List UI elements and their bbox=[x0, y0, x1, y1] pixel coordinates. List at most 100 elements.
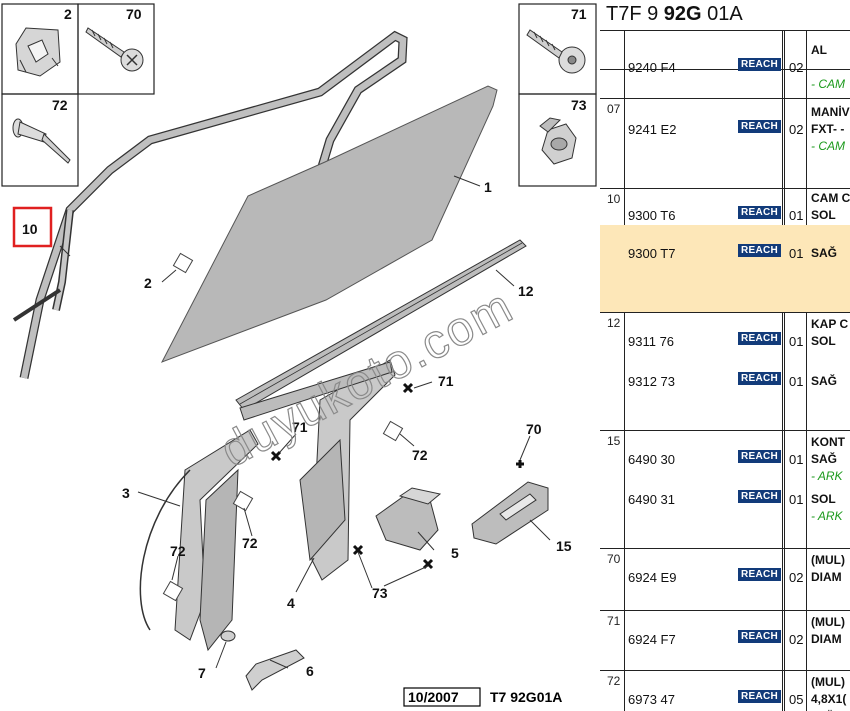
table-header-row bbox=[600, 31, 850, 70]
group-number: 07 bbox=[607, 102, 621, 116]
part-variant: FXT- - bbox=[811, 122, 845, 136]
part-quantity: 02 bbox=[789, 122, 804, 137]
parts-diagram: 1 2 3 4 5 6 7 10 12 15 70 71 71 72 72 72… bbox=[1, 3, 597, 707]
window-regulator-right bbox=[239, 359, 396, 581]
part-note: - ARK bbox=[811, 469, 843, 483]
group-number: 72 bbox=[607, 674, 621, 688]
part-quantity: 01 bbox=[789, 334, 804, 349]
document-title: T7F 9 92G 01A bbox=[606, 3, 743, 26]
part-reference: 6924 E9 bbox=[628, 570, 677, 585]
part-description: (MUL) bbox=[811, 553, 845, 567]
footer-code: T7 92G01A bbox=[490, 689, 562, 705]
tapping-screw-icon bbox=[526, 29, 586, 74]
callout-70: 70 bbox=[526, 421, 542, 437]
part-quantity: 02 bbox=[789, 570, 804, 585]
reach-badge: REACH bbox=[738, 372, 781, 385]
group-number: 15 bbox=[607, 434, 621, 448]
clip-tags bbox=[162, 252, 404, 602]
part-variant: 4,8X1( bbox=[811, 692, 847, 706]
rivet-icon bbox=[12, 118, 71, 164]
reach-badge: REACH bbox=[738, 244, 781, 257]
part-description: (MUL) bbox=[811, 675, 845, 689]
callout-10[interactable]: 10 bbox=[22, 221, 38, 237]
part-variant: SAĞ bbox=[811, 374, 838, 388]
footer-date: 10/2007 bbox=[408, 689, 459, 705]
callout-72-left: 72 bbox=[170, 543, 186, 559]
selected-callout-box[interactable] bbox=[12, 206, 53, 248]
reach-badge: REACH bbox=[738, 120, 781, 133]
part-note: - CAM bbox=[811, 139, 845, 153]
part-description: CAM C bbox=[811, 191, 850, 205]
thumb-label-71: 71 bbox=[571, 6, 587, 22]
regulator-motor bbox=[375, 487, 442, 551]
window-crank-handle bbox=[220, 630, 305, 691]
window-regulator-left bbox=[139, 429, 259, 652]
part-quantity: 02 bbox=[789, 632, 804, 647]
window-run-channel bbox=[12, 30, 408, 379]
part-reference: 6490 31 bbox=[628, 492, 675, 507]
thumb-label-70: 70 bbox=[126, 6, 142, 22]
part-variant: SAĞ bbox=[811, 452, 838, 466]
part-description: KONT bbox=[811, 435, 845, 449]
part-description: KAP C bbox=[811, 317, 849, 331]
reach-badge: REACH bbox=[738, 690, 781, 703]
callout-15: 15 bbox=[556, 538, 572, 554]
column-divider bbox=[782, 31, 785, 711]
column-divider bbox=[624, 31, 625, 711]
window-switch bbox=[471, 481, 549, 545]
part-quantity: 01 bbox=[789, 492, 804, 507]
thumb-label-2: 2 bbox=[64, 6, 72, 22]
clip-icon bbox=[15, 27, 61, 77]
title-suffix: 01A bbox=[701, 3, 743, 25]
leader-lines bbox=[59, 175, 551, 669]
part-variant: SAĞ bbox=[811, 246, 838, 260]
part-reference: 6490 30 bbox=[628, 452, 675, 467]
callout-4: 4 bbox=[287, 595, 295, 611]
part-quantity: 01 bbox=[789, 374, 804, 389]
part-quantity: 01 bbox=[789, 208, 804, 223]
part-variant: SOL bbox=[811, 334, 836, 348]
part-reference: 9300 T7 bbox=[628, 246, 676, 261]
thumb-label-72: 72 bbox=[52, 97, 68, 113]
part-variant: DIAM bbox=[811, 570, 842, 584]
thumb-label-73: 73 bbox=[571, 97, 587, 113]
callout-71-lower: 71 bbox=[292, 419, 308, 435]
title-prefix: T7F 9 bbox=[606, 3, 664, 25]
reach-badge: REACH bbox=[738, 630, 781, 643]
callout-12: 12 bbox=[518, 283, 534, 299]
group-number: 10 bbox=[607, 192, 621, 206]
part-variant: SOL bbox=[811, 492, 836, 506]
table-row[interactable]: 9300 T7 REACH 01 SAĞ bbox=[600, 225, 850, 312]
footer-date-box bbox=[403, 687, 481, 707]
part-variant: SOL bbox=[811, 208, 836, 222]
thumbnail-grid-right bbox=[518, 3, 597, 187]
column-divider bbox=[806, 31, 807, 711]
part-description: (MUL) bbox=[811, 615, 845, 629]
exploded-view-svg: 1 2 3 4 5 6 7 10 12 15 70 71 71 72 72 72… bbox=[1, 3, 597, 707]
screw-icon bbox=[85, 27, 144, 72]
part-quantity: 01 bbox=[789, 246, 804, 261]
callout-73: 73 bbox=[372, 585, 388, 601]
part-description: MANİV bbox=[811, 105, 850, 119]
callout-5: 5 bbox=[451, 545, 459, 561]
part-description: AL bbox=[811, 43, 827, 57]
callout-7: 7 bbox=[198, 665, 206, 681]
